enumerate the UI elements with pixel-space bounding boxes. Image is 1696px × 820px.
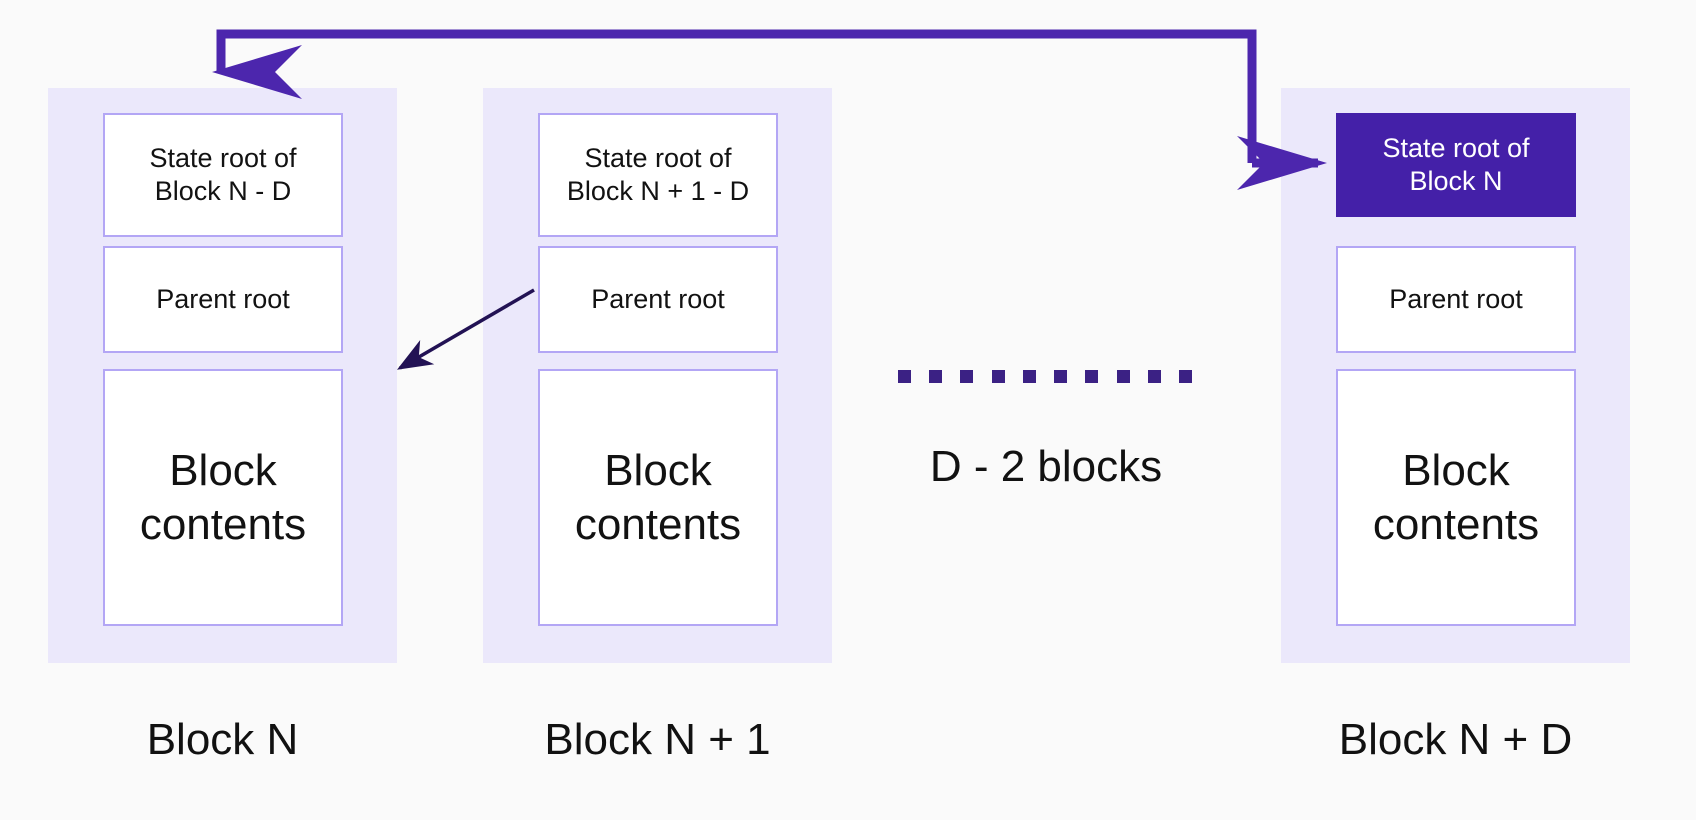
parent-root-box-n-plus-1: Parent root: [538, 246, 778, 353]
parent-root-label-n: Parent root: [156, 284, 290, 315]
state-root-label-n-plus-d: State root of Block N: [1382, 133, 1530, 196]
gap-dot: [898, 369, 911, 383]
block-caption-n-plus-1-text: Block N + 1: [544, 715, 771, 764]
state-root-box-n: State root of Block N - D: [103, 113, 343, 237]
state-root-label-n: State root of Block N - D: [149, 143, 297, 206]
block-contents-label-n-plus-1: Block contents: [574, 445, 742, 549]
gap-dot: [991, 369, 1005, 383]
gap-caption: D - 2 blocks: [860, 442, 1232, 492]
parent-root-box-n: Parent root: [103, 246, 343, 353]
gap-dot: [1085, 369, 1099, 383]
state-root-box-n-plus-d: State root of Block N: [1336, 113, 1576, 217]
block-contents-box-n-plus-d: Block contents: [1336, 369, 1576, 626]
block-contents-label-n-plus-d: Block contents: [1372, 445, 1540, 549]
parent-root-label-n-plus-1: Parent root: [591, 284, 725, 315]
gap-dot: [1054, 369, 1068, 383]
block-contents-box-n-plus-1: Block contents: [538, 369, 778, 626]
gap-caption-text: D - 2 blocks: [929, 442, 1163, 491]
state-root-box-n-plus-1: State root of Block N + 1 - D: [538, 113, 778, 237]
state-root-label-n-plus-1: State root of Block N + 1 - D: [566, 143, 750, 206]
gap-dot: [1147, 369, 1161, 383]
parent-root-box-n-plus-d: Parent root: [1336, 246, 1576, 353]
gap-dot: [1178, 369, 1192, 383]
block-contents-box-n: Block contents: [103, 369, 343, 626]
block-contents-label-n: Block contents: [139, 445, 307, 549]
block-caption-n-text: Block N: [146, 715, 299, 764]
gap-dot: [960, 369, 974, 383]
block-caption-n-plus-1: Block N + 1: [483, 715, 832, 765]
gap-dot: [1022, 369, 1036, 383]
block-caption-n: Block N: [48, 715, 397, 765]
gap-dot: [1116, 369, 1130, 383]
block-caption-n-plus-d: Block N + D: [1281, 715, 1630, 765]
parent-root-label-n-plus-d: Parent root: [1389, 284, 1523, 315]
block-caption-n-plus-d-text: Block N + D: [1338, 715, 1573, 764]
gap-dot: [929, 369, 943, 383]
gap-dotted-line: [898, 369, 1192, 383]
